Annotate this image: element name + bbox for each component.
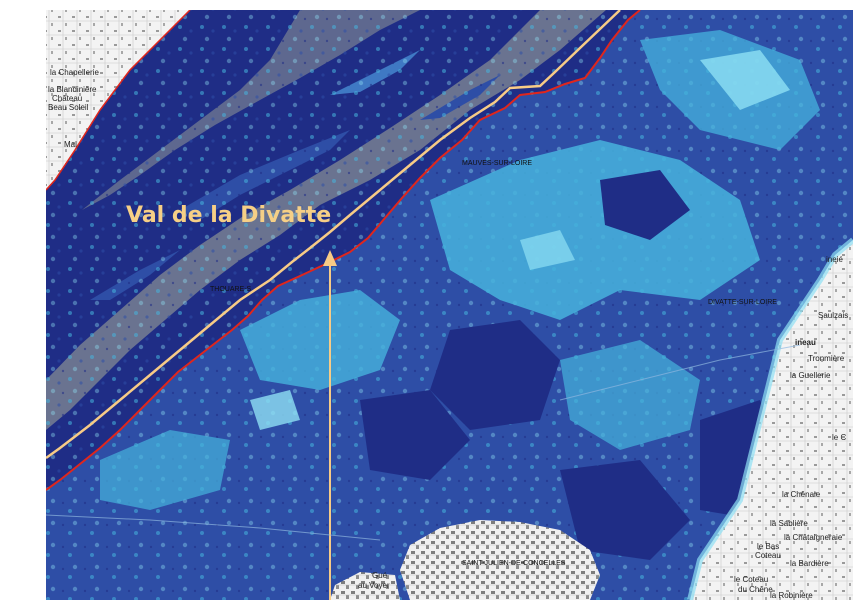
indicator-arrow-head <box>323 250 337 266</box>
commune-label: SAINT-JULIEN-DE-CONCELLES <box>462 560 566 567</box>
place-label: la Chênaie <box>782 490 821 499</box>
commune-label: THOUARE-S <box>210 286 252 293</box>
place-label: la Chapellerie <box>50 68 99 77</box>
place-label: la Sablière <box>770 519 808 528</box>
pale-zone <box>700 50 790 110</box>
upland-east <box>690 240 853 600</box>
place-label: le Bas <box>757 542 779 551</box>
place-label: ineié <box>826 255 843 264</box>
pale-zone <box>250 390 300 430</box>
shallow-zone <box>100 430 230 510</box>
deep-zone <box>360 390 470 480</box>
commune-label: DIVATTE-SUR-LOIRE <box>708 299 777 306</box>
place-label: la Blandinière <box>48 85 97 94</box>
page-margin <box>0 0 46 600</box>
place-label: la Châtaigneraie <box>784 533 843 542</box>
deep-zone <box>430 320 560 430</box>
shallow-zone <box>430 140 760 320</box>
val-de-la-divatte-label: Val de la Divatte <box>126 203 331 228</box>
place-label: Mal <box>64 140 77 149</box>
place-label: Beau Soleil <box>48 103 89 112</box>
place-label: au Voyer <box>358 581 390 590</box>
map-frame: Val de la Divatte la Chapellerie la Blan… <box>46 10 853 600</box>
shallow-zone <box>560 340 700 450</box>
road-line <box>46 514 381 541</box>
place-label: la Robinière <box>770 591 813 600</box>
boundary-line-nw <box>46 10 191 191</box>
place-label: Tronmière <box>808 354 845 363</box>
shallow-zone <box>240 290 400 390</box>
upland-northwest <box>46 10 190 190</box>
place-label: Château <box>52 94 82 103</box>
flood-boundary-line <box>46 10 641 491</box>
town-saint-julien <box>400 520 600 600</box>
place-label: Saulzais <box>818 311 848 320</box>
deep-zone <box>600 170 690 240</box>
dike-line <box>46 10 621 460</box>
place-label: la Bardière <box>790 559 829 568</box>
place-label: Coteau <box>755 551 781 560</box>
place-label: Gué <box>372 571 388 580</box>
road-line <box>559 344 801 401</box>
place-label: la Guellerie <box>790 371 831 380</box>
place-label: du Chêne <box>738 585 773 594</box>
commune-label: MAUVES-SUR-LOIRE <box>462 160 532 167</box>
town-saint-julien-secondary <box>330 572 400 600</box>
upland-east-edge <box>687 237 853 600</box>
pale-zone <box>520 230 575 270</box>
deep-zone <box>560 460 690 560</box>
place-label: le C <box>832 433 846 442</box>
place-label: ineau <box>795 338 816 347</box>
place-label: le Coteau <box>734 575 768 584</box>
